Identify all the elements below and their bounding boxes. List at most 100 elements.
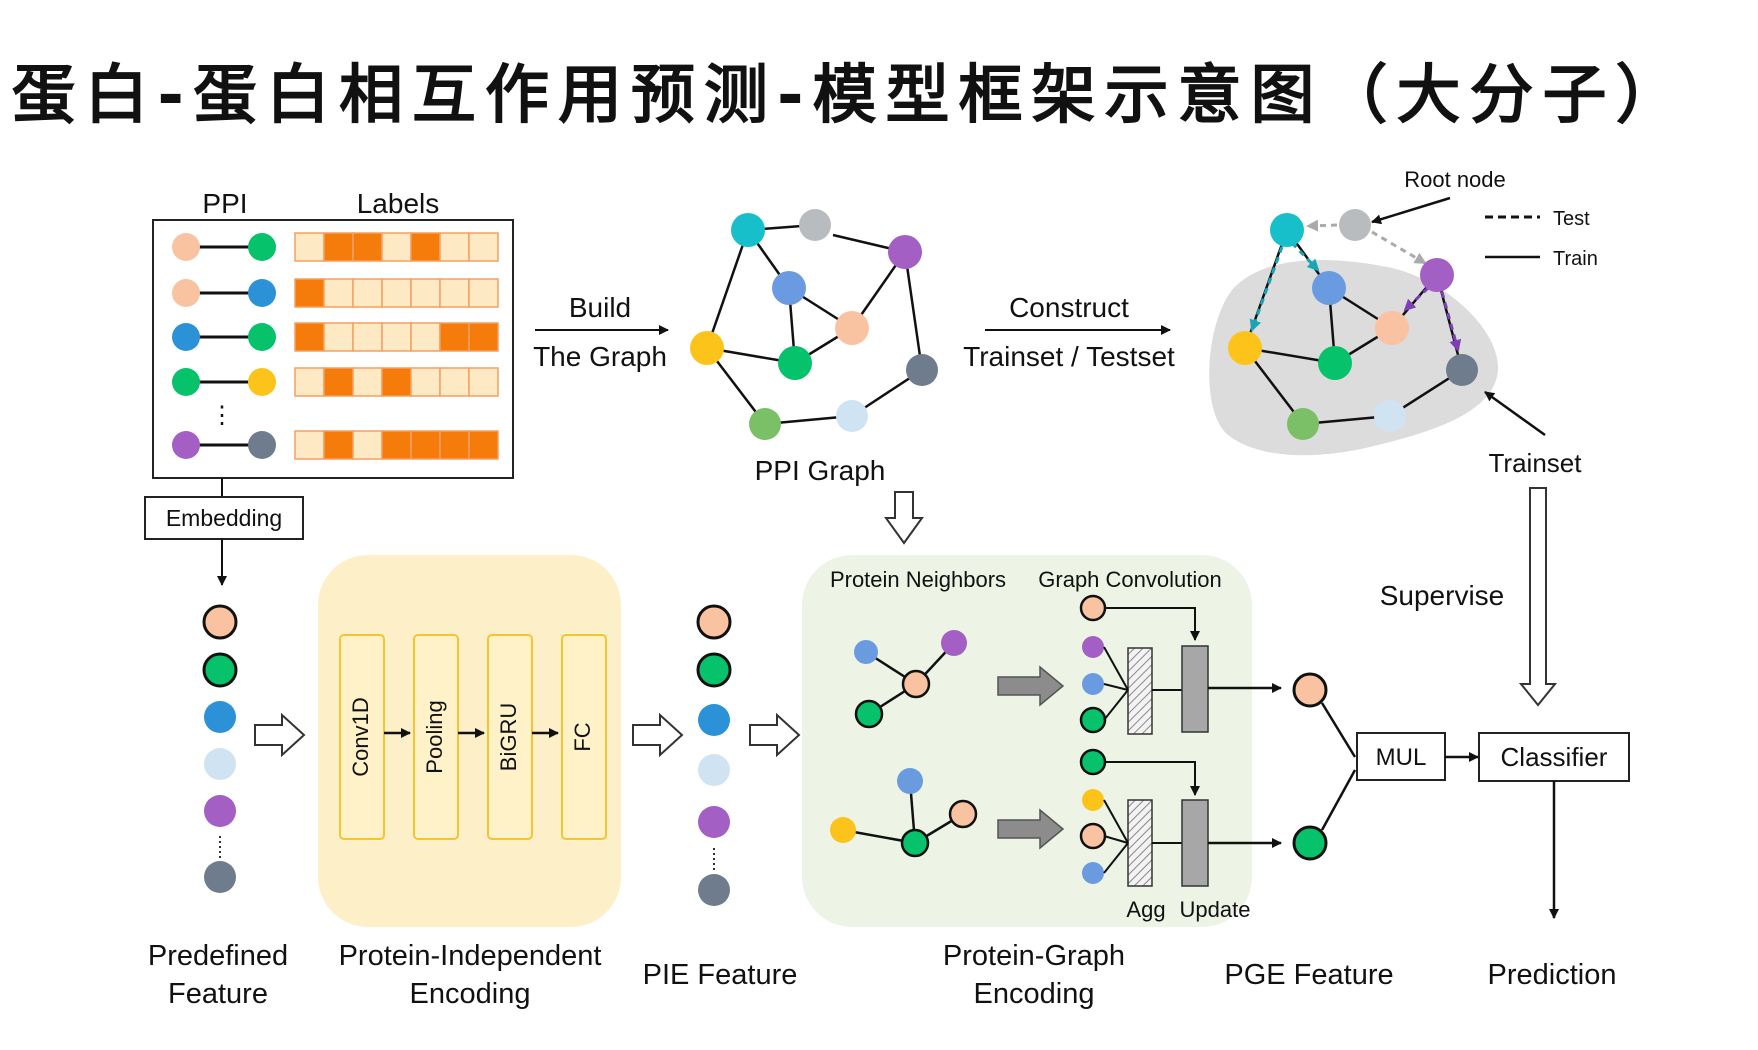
pge-feature-label: PGE Feature: [1224, 959, 1393, 991]
agg-block: [1127, 799, 1153, 887]
update-label: Update: [1180, 897, 1251, 922]
hollow-arrow-down-icon: [1518, 487, 1558, 707]
label-cell: [468, 367, 499, 397]
graph-node: [1228, 331, 1262, 365]
graph-node: [799, 209, 831, 241]
encoder-block-label: Conv1D: [348, 697, 373, 776]
label-cell: [294, 367, 325, 397]
legend-test-label: Test: [1553, 208, 1590, 230]
graph-node: [888, 235, 922, 269]
graph-conv-top: [1079, 594, 1282, 735]
encoder-block-bigru: BiGRU: [487, 634, 533, 840]
graph-node: [1374, 400, 1406, 432]
ppi-ellipsis: ⋮: [210, 402, 234, 429]
label-cell: [410, 232, 441, 262]
ppi-row: [172, 278, 499, 308]
hollow-arrow-down-icon: [884, 491, 924, 545]
root-node: [1339, 209, 1371, 241]
neighborhood-top: [854, 630, 967, 729]
protein-node: [248, 323, 276, 351]
label-cell: [468, 232, 499, 262]
label-cell: [294, 322, 325, 352]
graph-conv-bottom: [1079, 748, 1282, 887]
protein-node: [172, 233, 200, 261]
construct-label-line2: Trainset / Testset: [963, 341, 1175, 372]
legend-train-label: Train: [1553, 248, 1598, 270]
label-cell: [323, 232, 354, 262]
build-label-line2: The Graph: [533, 341, 667, 372]
label-cell: [468, 430, 499, 460]
protein-node: [248, 431, 276, 459]
label-cell: [410, 322, 441, 352]
graph-node: [749, 408, 781, 440]
label-cell: [294, 278, 325, 308]
update-block: [1181, 645, 1209, 733]
graph-node: [1446, 354, 1478, 386]
encoder-block-pooling: Pooling: [413, 634, 459, 840]
ppi-graph: [690, 209, 938, 440]
pge-encoding-label: Protein-Graph: [943, 940, 1125, 972]
graph-node: [1318, 346, 1352, 380]
protein-node: [172, 323, 200, 351]
graph-node: [906, 354, 938, 386]
ppi-label-table: PPI Labels ⋮: [152, 188, 514, 479]
hollow-arrow-right-icon: [749, 712, 801, 758]
graph-node: [1287, 408, 1319, 440]
label-cell: [294, 232, 325, 262]
label-cell: [439, 232, 470, 262]
trainset-region: [1209, 260, 1499, 456]
encoder-block-label: Pooling: [422, 700, 447, 773]
prediction-label: Prediction: [1488, 959, 1617, 991]
label-cell: [323, 430, 354, 460]
label-cell: [381, 367, 412, 397]
label-cell: [468, 322, 499, 352]
neighborhood-bottom: [830, 768, 978, 858]
hollow-arrow-right-icon: [632, 712, 684, 758]
ppi-row: [172, 430, 499, 460]
graph-convolution-label: Graph Convolution: [1038, 567, 1221, 592]
label-cell: [439, 278, 470, 308]
page-title: 蛋白-蛋白相互作用预测-模型框架示意图（大分子）: [11, 59, 1689, 133]
protein-node: [172, 279, 200, 307]
protein-node: [172, 431, 200, 459]
label-cell: [352, 278, 383, 308]
graph-node: [1270, 213, 1304, 247]
graph-node: [690, 331, 724, 365]
encoder-block-label: FC: [570, 722, 595, 751]
bottom-labels: Predefined Feature Protein-Independent E…: [148, 940, 1617, 1010]
protein-node: [248, 368, 276, 396]
protein-independent-encoder-bg: [318, 555, 621, 927]
trainset-testset-graph: [1209, 209, 1499, 456]
label-cell: [439, 322, 470, 352]
encoder-blocks: Conv1D Pooling BiGRU FC: [339, 634, 607, 840]
graph-node: [778, 346, 812, 380]
label-cell: [468, 278, 499, 308]
pge-encoding-label-2: Encoding: [974, 978, 1095, 1010]
trainset-label: Trainset: [1489, 448, 1583, 478]
ppi-rows: [172, 232, 499, 460]
ppi-row: [172, 367, 499, 397]
ppi-graph-label: PPI Graph: [755, 455, 886, 486]
label-cell: [410, 430, 441, 460]
label-cell: [439, 367, 470, 397]
supervise-label: Supervise: [1380, 580, 1505, 611]
build-label: Build: [569, 292, 631, 323]
predefined-feature-column: [202, 604, 238, 893]
agg-block: [1127, 647, 1153, 735]
graph-node: [836, 400, 868, 432]
pie-encoding-label: Protein-Independent: [339, 940, 602, 972]
graph-node: [1420, 258, 1454, 292]
root-node-label: Root node: [1404, 167, 1506, 192]
graph-node: [835, 311, 869, 345]
label-cell: [381, 322, 412, 352]
graph-node: [1375, 311, 1409, 345]
gray-arrow-icon: [997, 808, 1065, 850]
encoder-block-label: BiGRU: [496, 703, 521, 771]
agg-label: Agg: [1126, 897, 1165, 922]
label-cell: [439, 430, 470, 460]
pie-encoding-label-2: Encoding: [410, 978, 531, 1010]
classifier-label: Classifier: [1501, 742, 1608, 772]
ppi-row: [172, 232, 499, 262]
label-cell: [323, 278, 354, 308]
graph-node: [731, 213, 765, 247]
